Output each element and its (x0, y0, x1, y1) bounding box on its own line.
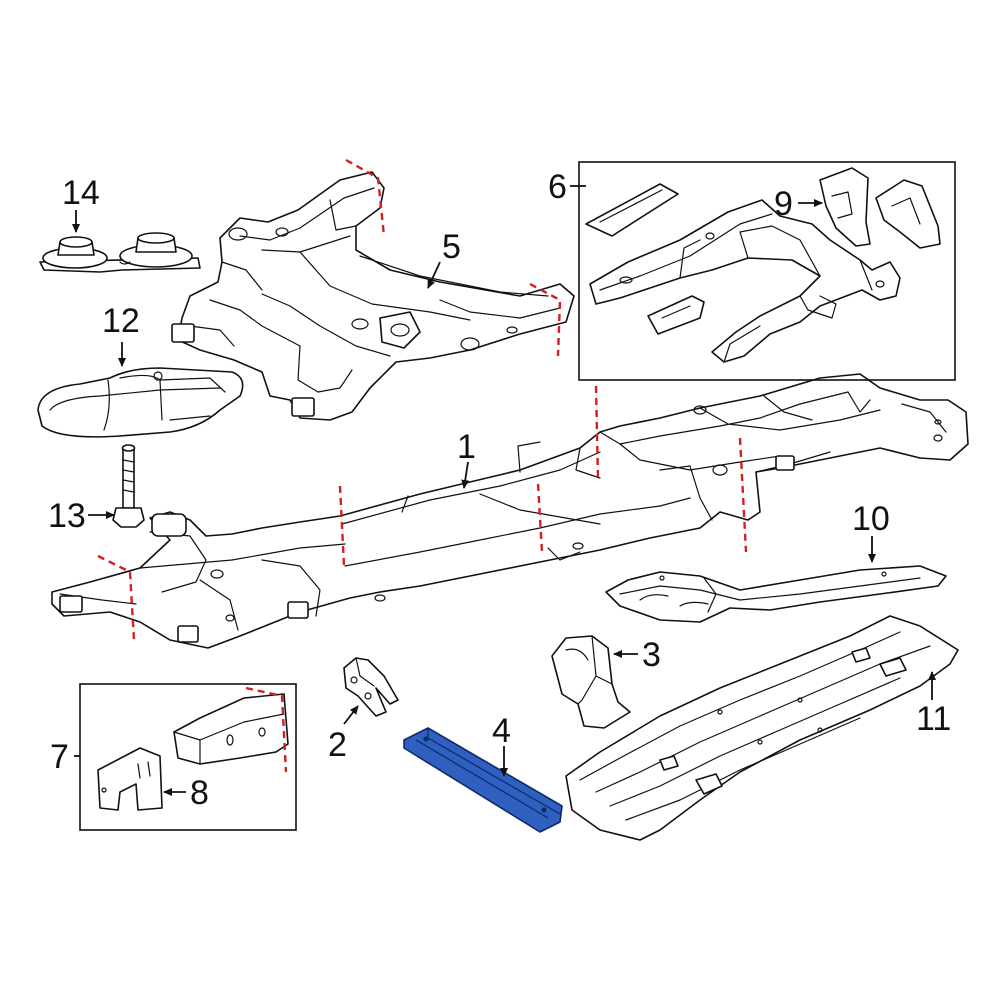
callout-1: 1 (457, 428, 476, 466)
callout-7: 7 (50, 738, 69, 776)
body-mount-part-14[interactable] (39, 232, 201, 273)
frame-rail-part-6[interactable] (585, 183, 901, 363)
callout-2: 2 (328, 726, 347, 764)
bracket-part-9[interactable] (819, 167, 941, 249)
callout-5: 5 (442, 228, 461, 266)
inset-box-7 (79, 683, 297, 831)
bracket-part-3[interactable] (551, 635, 631, 729)
bolt-part-13[interactable] (112, 444, 145, 528)
front-subframe-part-5[interactable] (171, 171, 575, 421)
callout-8: 8 (190, 774, 209, 812)
shield-part-12[interactable] (37, 367, 244, 438)
callout-10: 10 (852, 500, 890, 538)
floor-panel-part-11[interactable] (565, 615, 959, 841)
floor-panel-part-10[interactable] (605, 565, 947, 623)
callout-9: 9 (774, 185, 793, 223)
leader-lines (72, 185, 936, 796)
gusset-part-2[interactable] (343, 657, 399, 717)
callouts: 1 2 3 4 5 6 7 8 9 10 11 12 13 14 (48, 168, 951, 812)
callout-14: 14 (62, 174, 100, 212)
callout-13: 13 (48, 497, 86, 535)
main-frame-part-1[interactable] (51, 373, 969, 649)
inset-box-6 (578, 161, 956, 381)
callout-12: 12 (102, 302, 140, 340)
rail-section-part-7[interactable] (173, 693, 289, 765)
plate-part-8[interactable] (97, 747, 163, 811)
callout-6: 6 (548, 168, 567, 206)
crossmember-part-4-highlighted[interactable] (403, 727, 563, 833)
callout-3: 3 (642, 636, 661, 674)
cut-lines (97, 158, 748, 773)
callout-4: 4 (492, 712, 511, 750)
callout-11: 11 (916, 700, 951, 738)
